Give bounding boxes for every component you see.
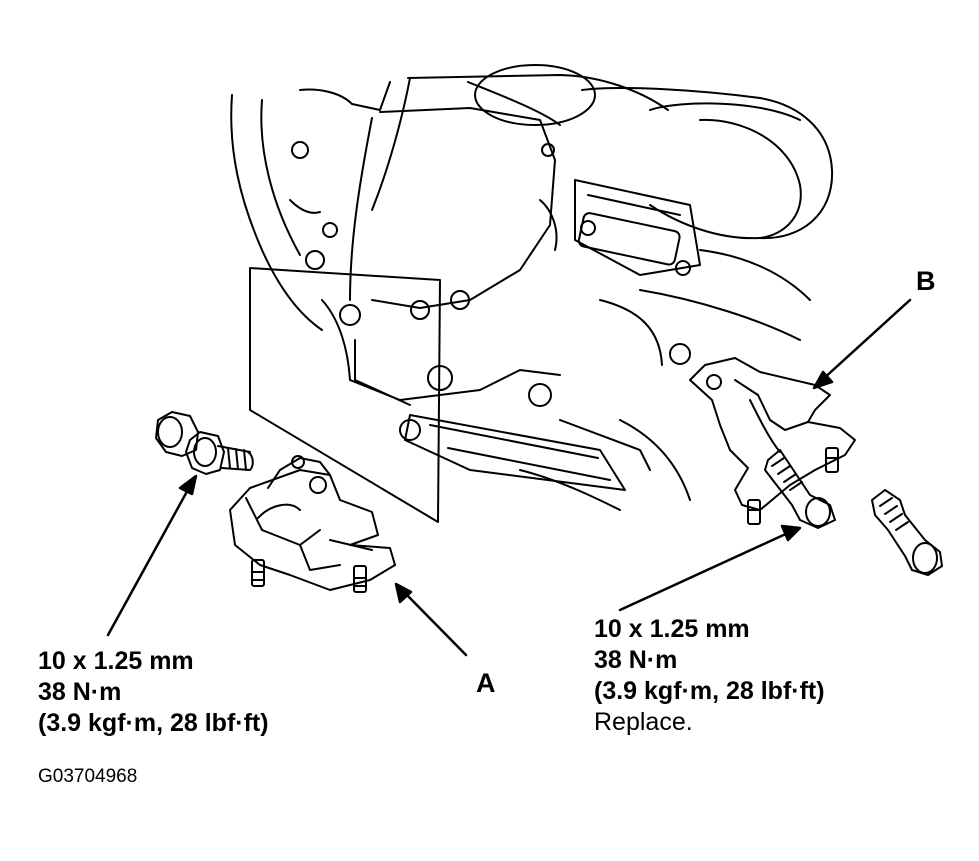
bolt-b-drawing [764,449,836,529]
mount-bracket-b-drawing [689,357,856,525]
bolt-size-right: 10 x 1.25 mm [594,615,750,643]
bolt-a-drawing [155,411,254,475]
arrow-a [402,590,468,657]
torque-value-left: 38 N·m [38,678,122,706]
engine-block-drawing [230,64,834,523]
leader-arrows [106,298,912,657]
loose-bolt-drawing [871,489,943,576]
arrowhead-right-bolt [780,524,802,542]
callout-a: A [476,668,496,698]
torque-spec-left: 10 x 1.25 mm 38 N·m (3.9 kgf·m, 28 lbf·f… [38,646,269,739]
torque-value-right: 38 N·m [594,646,678,674]
callout-b: B [916,266,936,296]
arrow-left-bolt [106,484,192,637]
arrowhead-a [394,582,413,604]
arrowhead-left-bolt [178,474,198,496]
figure-id: G03704968 [38,766,138,787]
torque-alt-left: (3.9 kgf·m, 28 lbf·ft) [38,709,269,737]
arrow-b [820,298,912,382]
arrowhead-b [812,370,834,390]
replace-note: Replace. [594,708,693,736]
mount-bracket-a-drawing [229,455,396,593]
torque-alt-right: (3.9 kgf·m, 28 lbf·ft) [594,677,825,705]
torque-spec-right: 10 x 1.25 mm 38 N·m (3.9 kgf·m, 28 lbf·f… [594,614,825,738]
bolt-size-left: 10 x 1.25 mm [38,647,194,675]
arrow-right-bolt [618,530,792,612]
